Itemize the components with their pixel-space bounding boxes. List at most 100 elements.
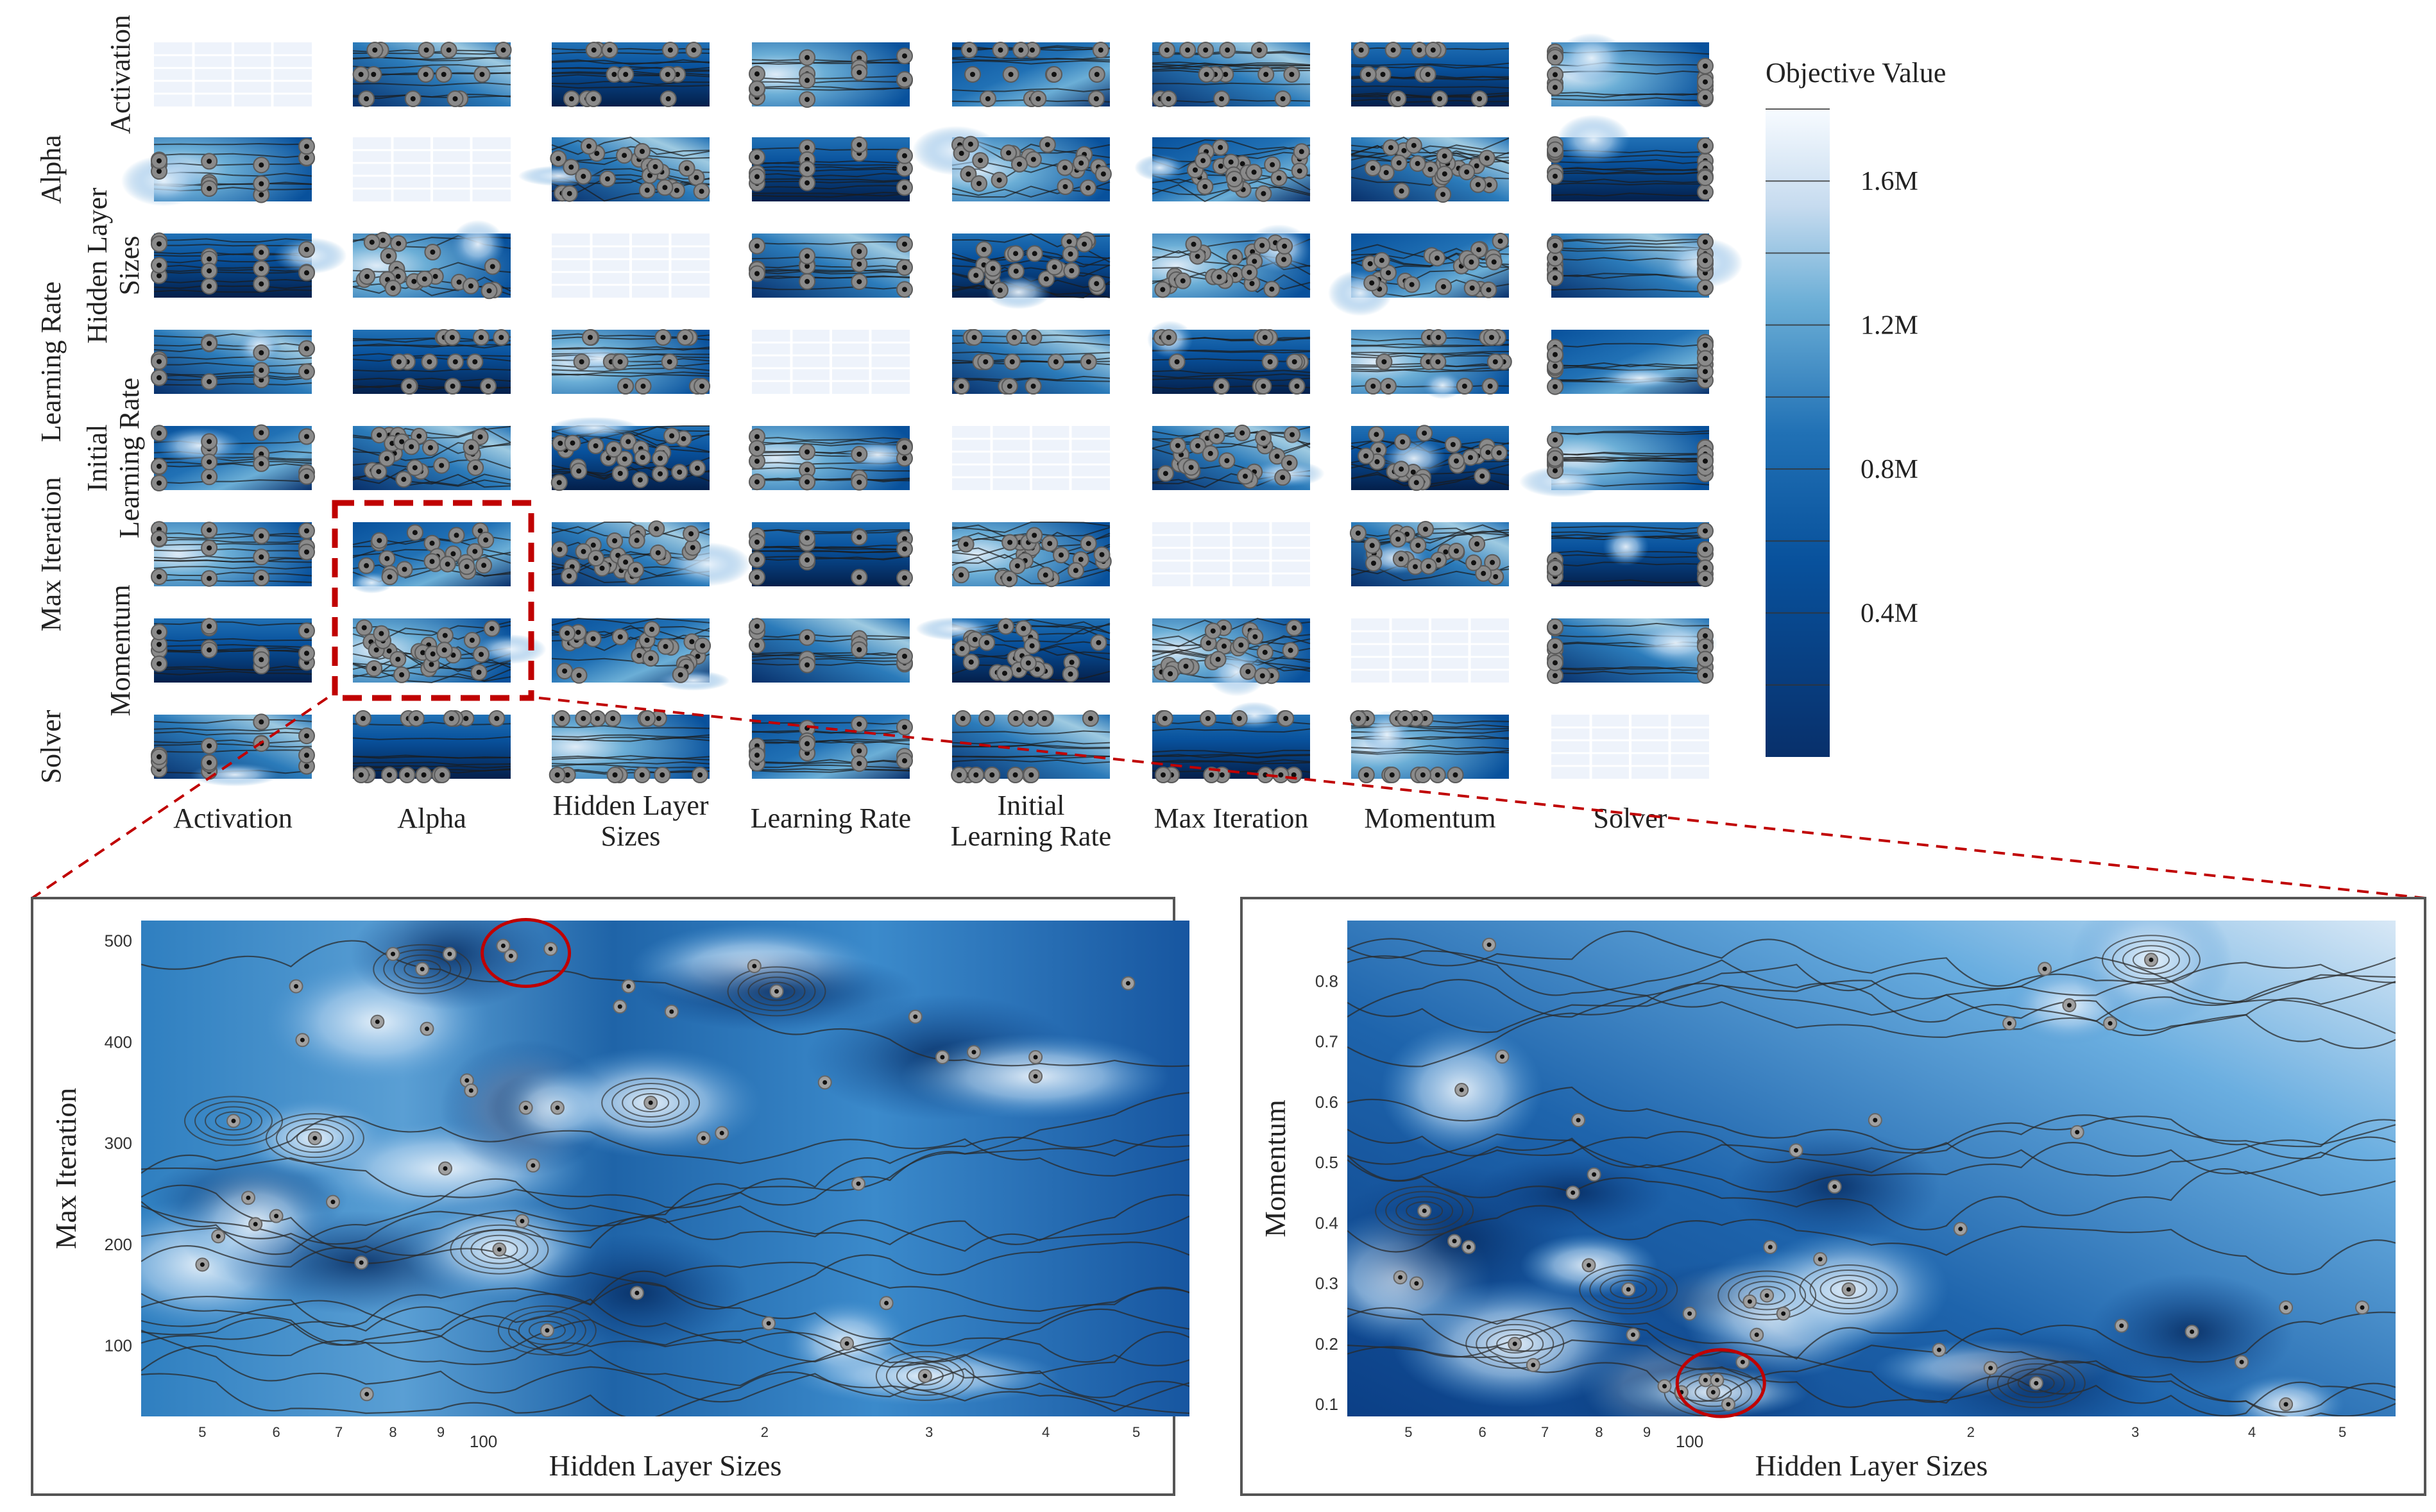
matrix-cell-5-2 <box>551 520 751 586</box>
contour-line <box>1347 938 2396 1049</box>
matrix-cell-2-0 <box>151 232 347 298</box>
y-axis-label: Momentum <box>1259 1100 1291 1237</box>
y-tick-label: 0.2 <box>1315 1334 1338 1354</box>
column-label: Solver <box>1594 803 1667 834</box>
matrix-cell-5-4 <box>951 522 1112 588</box>
matrix-cell-3-5 <box>1147 320 1311 395</box>
pairwise-contour-matrix <box>121 33 1743 786</box>
contour-line <box>1347 1086 2396 1177</box>
contour-line <box>1347 1137 2396 1196</box>
matrix-cell-6-2 <box>551 617 730 691</box>
matrix-cell-6-5 <box>1152 617 1311 697</box>
row-label: InitialLearning Rate <box>81 378 145 538</box>
contour-line <box>1347 1311 2396 1402</box>
row-label: Momentum <box>105 584 136 716</box>
zoom-line-left <box>31 697 328 899</box>
y-tick-label: 400 <box>105 1032 132 1051</box>
highlight-ellipse <box>1675 1348 1766 1418</box>
matrix-cell-0-2 <box>551 42 710 107</box>
contour-line <box>1347 1151 2396 1230</box>
matrix-cell-4-1 <box>352 425 511 490</box>
contour-line <box>1347 962 2396 1033</box>
matrix-cell-6-1 <box>352 618 547 684</box>
x-tick-label: 5 <box>2338 1424 2346 1440</box>
matrix-cell-0-3 <box>749 42 913 108</box>
x-axis-label: Hidden Layer Sizes <box>549 1449 782 1482</box>
y-tick-label: 0.8 <box>1315 971 1338 990</box>
x-tick-label: 3 <box>925 1424 933 1440</box>
matrix-cell-0-5 <box>1152 42 1311 107</box>
matrix-cell-1-5 <box>1134 137 1311 203</box>
matrix-cell-3-6 <box>1350 329 1512 399</box>
y-axis-label: Max Iteration <box>49 1088 82 1250</box>
y-tick-label: 0.4 <box>1315 1213 1338 1232</box>
x-tick-label: 6 <box>1479 1424 1486 1440</box>
y-tick-label: 300 <box>105 1134 132 1153</box>
x-tick-label: 8 <box>389 1424 396 1440</box>
y-tick-label: 0.1 <box>1315 1395 1338 1414</box>
matrix-cell-2-4 <box>951 232 1111 309</box>
matrix-cell-0-7 <box>1547 33 1714 107</box>
matrix-cell-3-4 <box>951 329 1111 395</box>
y-tick-label: 0.6 <box>1315 1092 1338 1112</box>
y-tick-label: 0.5 <box>1315 1153 1338 1172</box>
matrix-cell-1-3 <box>749 136 913 201</box>
y-tick-label: 100 <box>105 1336 132 1355</box>
matrix-cell-5-7 <box>1547 522 1714 588</box>
colorbar-tick-label: 1.2M <box>1861 311 1918 341</box>
contour-line <box>1347 957 2396 1038</box>
row-label: Learning Rate <box>35 282 67 442</box>
matrix-cell-1-7 <box>1547 114 1714 201</box>
matrix-cell-1-2 <box>518 136 710 202</box>
colorbar-title: Objective Value <box>1766 57 1946 89</box>
matrix-cell-3-1 <box>352 329 511 395</box>
x-tick-label: 9 <box>437 1424 445 1440</box>
contour-line <box>141 1300 1189 1375</box>
x-tick-label: 7 <box>335 1424 343 1440</box>
colorbar-tick-label: 1.6M <box>1861 167 1918 196</box>
x-tick-label: 100 <box>1676 1432 1703 1451</box>
column-label: Momentum <box>1364 803 1495 834</box>
matrix-cell-6-4 <box>916 617 1111 683</box>
zoom-highlight <box>31 500 2426 899</box>
matrix-cell-1-6 <box>1350 136 1510 203</box>
x-tick-label: 4 <box>2248 1424 2256 1440</box>
matrix-cell-3-3 <box>752 330 910 394</box>
matrix-cell-3-0 <box>151 328 315 394</box>
contour-line <box>141 940 1189 1067</box>
matrix-cell-5-0 <box>151 521 315 587</box>
matrix-cell-0-0 <box>154 42 312 106</box>
x-tick-label: 6 <box>273 1424 280 1440</box>
matrix-cell-2-3 <box>749 234 913 298</box>
contour-line <box>141 1329 1189 1414</box>
row-label: Alpha <box>35 135 67 204</box>
matrix-cell-7-6 <box>1350 710 1510 783</box>
matrix-cell-5-1 <box>350 522 511 594</box>
matrix-cell-7-0 <box>151 713 315 786</box>
matrix-cell-2-7 <box>1547 234 1743 298</box>
contour-line <box>141 1293 1189 1365</box>
contour-line <box>1347 930 2396 1005</box>
contour-line <box>1347 947 2396 1034</box>
matrix-cell-4-2 <box>549 417 710 491</box>
matrix-cell-1-1 <box>353 137 511 201</box>
matrix-cell-4-7 <box>1519 426 1714 498</box>
y-tick-label: 200 <box>105 1235 132 1254</box>
contour-line <box>141 1178 1189 1255</box>
row-label: Activation <box>105 15 136 134</box>
column-label: Max Iteration <box>1154 803 1309 834</box>
x-tick-label: 4 <box>1042 1424 1050 1440</box>
x-tick-label: 5 <box>198 1424 206 1440</box>
contour-line <box>1347 1116 2396 1173</box>
matrix-cell-7-1 <box>352 710 511 783</box>
matrix-cell-4-6 <box>1350 425 1510 491</box>
colorbar-tick-label: 0.4M <box>1861 599 1918 629</box>
matrix-cell-7-3 <box>749 715 913 779</box>
colorbar-gradient <box>1766 109 1830 757</box>
contour-line <box>141 1281 1189 1366</box>
